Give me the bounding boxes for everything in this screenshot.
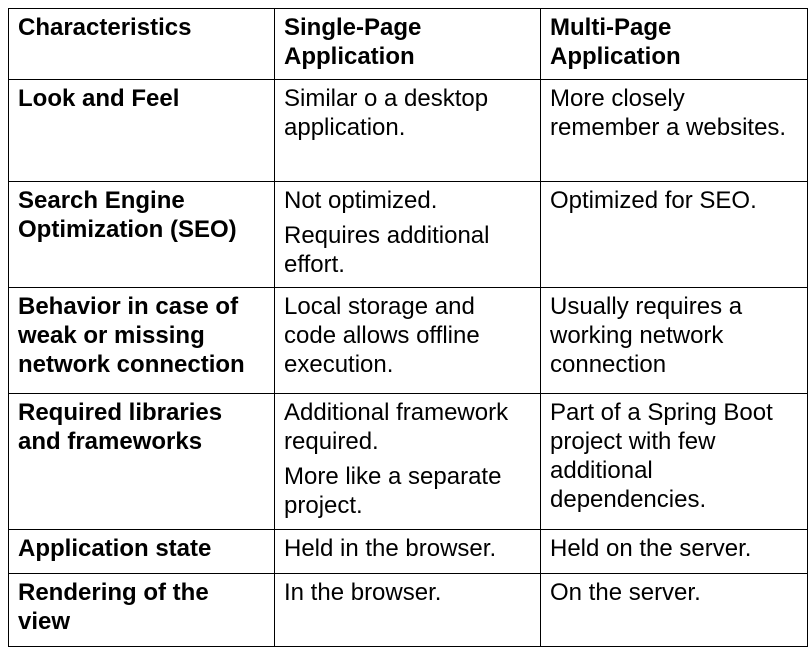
cell-text: In the browser. [284, 579, 442, 606]
cell-text: Additional framework required. [284, 399, 509, 455]
table-row: Application state Held in the browser. H… [8, 529, 808, 574]
header-single-page-application: Single-Page Application [274, 8, 541, 80]
cell-text: Optimized for SEO. [550, 187, 757, 214]
cell-text: Local storage and code allows offline ex… [284, 293, 480, 378]
cell-text: More closely remember a websites. [550, 85, 787, 141]
table-row: Required libraries and frameworks Additi… [8, 393, 808, 530]
header-row: Characteristics Single-Page Application … [8, 8, 808, 80]
spa-cell: Held in the browser. [274, 529, 541, 574]
mpa-cell: Usually requires a working network conne… [540, 287, 808, 394]
characteristic-cell: Behavior in case of weak or missing netw… [8, 287, 275, 394]
table-row: Behavior in case of weak or missing netw… [8, 287, 808, 394]
spa-cell: In the browser. [274, 573, 541, 647]
spa-cell: Additional framework required. More like… [274, 393, 541, 530]
characteristic-cell: Search Engine Optimization (SEO) [8, 181, 275, 288]
cell-text: Not optimized. [284, 187, 438, 214]
mpa-cell: Part of a Spring Boot project with few a… [540, 393, 808, 530]
comparison-table: Characteristics Single-Page Application … [8, 8, 808, 647]
spa-cell: Local storage and code allows offline ex… [274, 287, 541, 394]
mpa-cell: Held on the server. [540, 529, 808, 574]
characteristic-cell: Rendering of the view [8, 573, 275, 647]
header-characteristics: Characteristics [8, 8, 275, 80]
table-row: Search Engine Optimization (SEO) Not opt… [8, 181, 808, 288]
table-row: Rendering of the view In the browser. On… [8, 573, 808, 647]
characteristic-cell: Required libraries and frameworks [8, 393, 275, 530]
table-row: Look and Feel Similar o a desktop applic… [8, 79, 808, 182]
cell-text: Requires additional effort. [284, 222, 490, 278]
mpa-cell: More closely remember a websites. [540, 79, 808, 182]
characteristic-cell: Application state [8, 529, 275, 574]
cell-text: Held on the server. [550, 535, 752, 562]
mpa-cell: Optimized for SEO. [540, 181, 808, 288]
cell-text: On the server. [550, 579, 701, 606]
characteristic-cell: Look and Feel [8, 79, 275, 182]
header-multi-page-application: Multi-Page Application [540, 8, 808, 80]
cell-text: Similar o a desktop application. [284, 85, 489, 141]
cell-text: Held in the browser. [284, 535, 497, 562]
spa-cell: Similar o a desktop application. [274, 79, 541, 182]
cell-text: More like a separate project. [284, 463, 502, 519]
cell-text: Usually requires a working network conne… [550, 293, 743, 378]
spa-cell: Not optimized. Requires additional effor… [274, 181, 541, 288]
mpa-cell: On the server. [540, 573, 808, 647]
cell-text: Part of a Spring Boot project with few a… [550, 399, 773, 513]
